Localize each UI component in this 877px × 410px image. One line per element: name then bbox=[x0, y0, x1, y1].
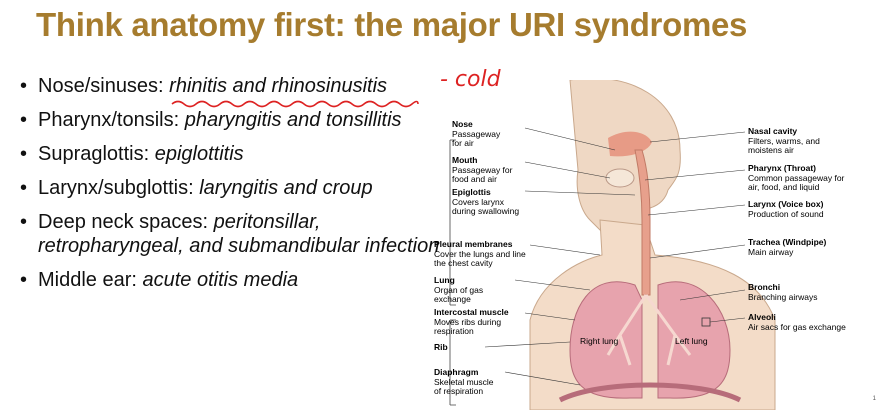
label-left-lung: Left lung bbox=[675, 336, 708, 346]
bullet-middle-ear: Middle ear: acute otitis media bbox=[20, 268, 440, 292]
slide-number: 1 bbox=[872, 396, 876, 402]
bullet-pharynx: Pharynx/tonsils: pharyngitis and tonsill… bbox=[20, 108, 440, 132]
anatomy-illustration bbox=[449, 80, 776, 410]
label-trachea: Trachea (Windpipe)Main airway bbox=[748, 237, 827, 257]
slide-title: Think anatomy first: the major URI syndr… bbox=[36, 6, 748, 43]
bullet-larynx: Larynx/subglottis: laryngitis and croup bbox=[20, 176, 440, 200]
label-larynx: Larynx (Voice box)Production of sound bbox=[748, 199, 824, 219]
handwritten-note: - cold bbox=[440, 67, 502, 92]
bullet-supraglottis: Supraglottis: epiglottitis bbox=[20, 142, 440, 166]
bullet-nose: Nose/sinuses: rhinitis and rhinosinusiti… bbox=[20, 74, 440, 98]
label-right-lung: Right lung bbox=[580, 336, 619, 346]
label-rib: Rib bbox=[434, 342, 448, 352]
syndrome-list: Nose/sinuses: rhinitis and rhinosinusiti… bbox=[20, 74, 440, 302]
bullet-deep-neck: Deep neck spaces: peritonsillar, retroph… bbox=[20, 210, 440, 258]
